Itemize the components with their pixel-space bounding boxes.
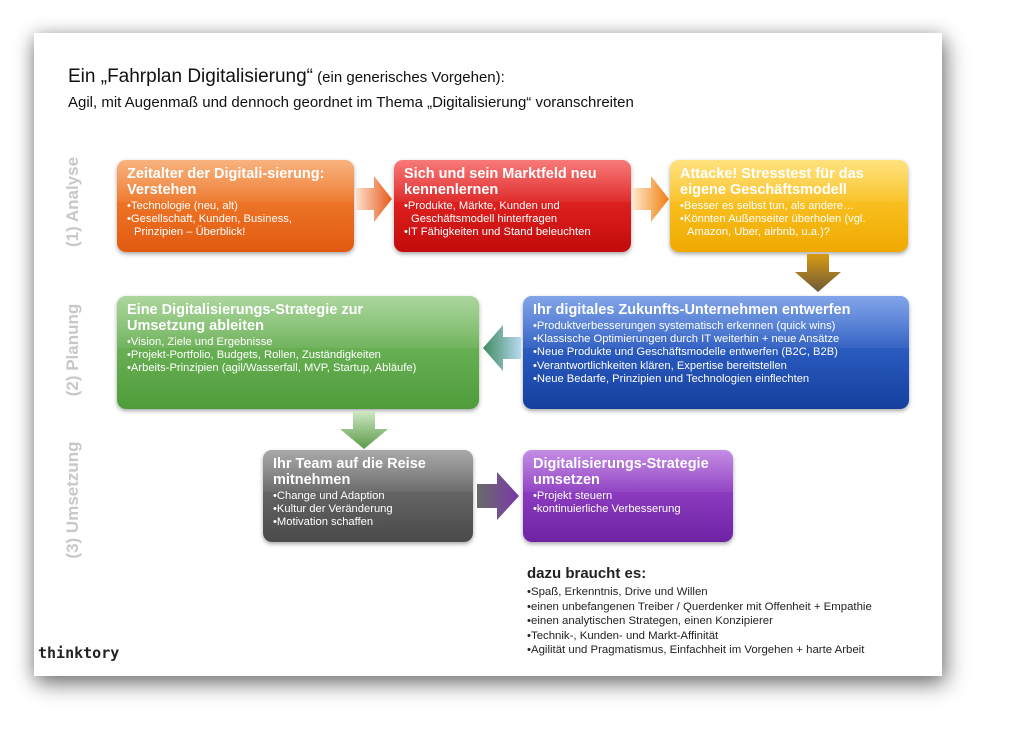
phase-label-planung: (2) Planung — [63, 303, 82, 397]
list-item: Besser es selbst tun, als andere… — [680, 200, 898, 213]
box-zukunft-title: Ihr digitales Zukunfts-Unternehmen entwe… — [533, 302, 851, 318]
box-zukunft: Ihr digitales Zukunfts-Unternehmen entwe… — [523, 296, 909, 409]
box-attacke-list: Besser es selbst tun, als andere… Könnte… — [680, 200, 898, 240]
page-title: Ein „Fahrplan Digitalisierung“ (ein gene… — [68, 66, 505, 88]
list-item: Technologie (neu, alt) — [127, 200, 344, 213]
list-item: Kultur der Veränderung — [273, 503, 463, 516]
arrow-right-icon — [633, 176, 669, 222]
list-item: Gesellschaft, Kunden, Business, Prinzipi… — [127, 213, 344, 239]
requirements-list: Spaß, Erkenntnis, Drive und Willen einen… — [527, 585, 872, 658]
box-strategie-title: Eine Digitalisierungs-Strategie zur Umse… — [127, 302, 364, 334]
list-item: kontinuierliche Verbesserung — [533, 503, 723, 516]
box-team-list: Change und Adaption Kultur der Veränderu… — [273, 490, 463, 530]
list-item: Neue Bedarfe, Prinzipien und Technologie… — [533, 373, 899, 386]
requirements-title: dazu braucht es: — [527, 565, 647, 582]
box-team: Ihr Team auf die Reise mitnehmen Change … — [263, 450, 473, 542]
requirements-section: dazu braucht es: Spaß, Erkenntnis, Drive… — [527, 565, 872, 658]
list-item: Change und Adaption — [273, 490, 463, 503]
box-attacke-title: Attacke! Stresstest für das eigene Gesch… — [680, 166, 864, 198]
box-umsetzen: Digitalisierungs-Strategie umsetzen Proj… — [523, 450, 733, 542]
box-zeitalter-list: Technologie (neu, alt) Gesellschaft, Kun… — [127, 200, 344, 240]
box-attacke: Attacke! Stresstest für das eigene Gesch… — [670, 160, 908, 252]
box-zukunft-list: Produktverbesserungen systematisch erken… — [533, 320, 899, 386]
list-item: Spaß, Erkenntnis, Drive und Willen — [527, 585, 872, 600]
phase-label-analyse: (1) Analyse — [63, 156, 82, 248]
phase-label-umsetzung: (3) Umsetzung — [63, 441, 82, 559]
list-item: Klassische Optimierungen durch IT weiter… — [533, 333, 899, 346]
list-item: Projekt-Portfolio, Budgets, Rollen, Zust… — [127, 349, 469, 362]
box-umsetzen-title: Digitalisierungs-Strategie umsetzen — [533, 456, 709, 488]
list-item: Neue Produkte und Geschäftsmodelle entwe… — [533, 346, 899, 359]
list-item: Produktverbesserungen systematisch erken… — [533, 320, 899, 333]
list-item: Projekt steuern — [533, 490, 723, 503]
arrow-right-icon — [356, 176, 392, 222]
list-item: Produkte, Märkte, Kunden und Geschäftsmo… — [404, 200, 621, 226]
arrow-left-icon — [483, 325, 521, 371]
box-team-title: Ihr Team auf die Reise mitnehmen — [273, 456, 426, 488]
title-main: Ein „Fahrplan Digitalisierung“ — [68, 66, 313, 87]
list-item: Agilität und Pragmatismus, Einfachheit i… — [527, 643, 872, 658]
list-item: Motivation schaffen — [273, 516, 463, 529]
list-item: Arbeits-Prinzipien (agil/Wasserfall, MVP… — [127, 362, 469, 375]
box-marktfeld-title: Sich und sein Marktfeld neu kennenlernen — [404, 166, 597, 198]
box-zeitalter: Zeitalter der Digitali-sierung: Verstehe… — [117, 160, 354, 252]
list-item: einen analytischen Strategen, einen Konz… — [527, 614, 872, 629]
list-item: IT Fähigkeiten und Stand beleuchten — [404, 226, 621, 239]
arrow-down-icon — [795, 254, 841, 292]
list-item: Technik-, Kunden- und Markt-Affinität — [527, 629, 872, 644]
box-strategie: Eine Digitalisierungs-Strategie zur Umse… — [117, 296, 479, 409]
thinktory-logo: thinktory — [38, 644, 120, 662]
arrow-down-icon — [340, 411, 388, 449]
box-umsetzen-list: Projekt steuern kontinuierliche Verbesse… — [533, 490, 723, 516]
arrow-right-icon — [477, 472, 519, 520]
list-item: Könnten Außenseiter überholen (vgl. Amaz… — [680, 213, 898, 239]
box-zeitalter-title: Zeitalter der Digitali-sierung: Verstehe… — [127, 166, 325, 198]
list-item: einen unbefangenen Treiber / Querdenker … — [527, 600, 872, 615]
box-marktfeld-list: Produkte, Märkte, Kunden und Geschäftsmo… — [404, 200, 621, 240]
list-item: Verantwortlichkeiten klären, Expertise b… — [533, 360, 899, 373]
list-item: Vision, Ziele und Ergebnisse — [127, 336, 469, 349]
title-paren: (ein generisches Vorgehen): — [313, 69, 505, 86]
box-marktfeld: Sich und sein Marktfeld neu kennenlernen… — [394, 160, 631, 252]
box-strategie-list: Vision, Ziele und Ergebnisse Projekt-Por… — [127, 336, 469, 376]
page-subtitle: Agil, mit Augenmaß und dennoch geordnet … — [68, 94, 634, 111]
